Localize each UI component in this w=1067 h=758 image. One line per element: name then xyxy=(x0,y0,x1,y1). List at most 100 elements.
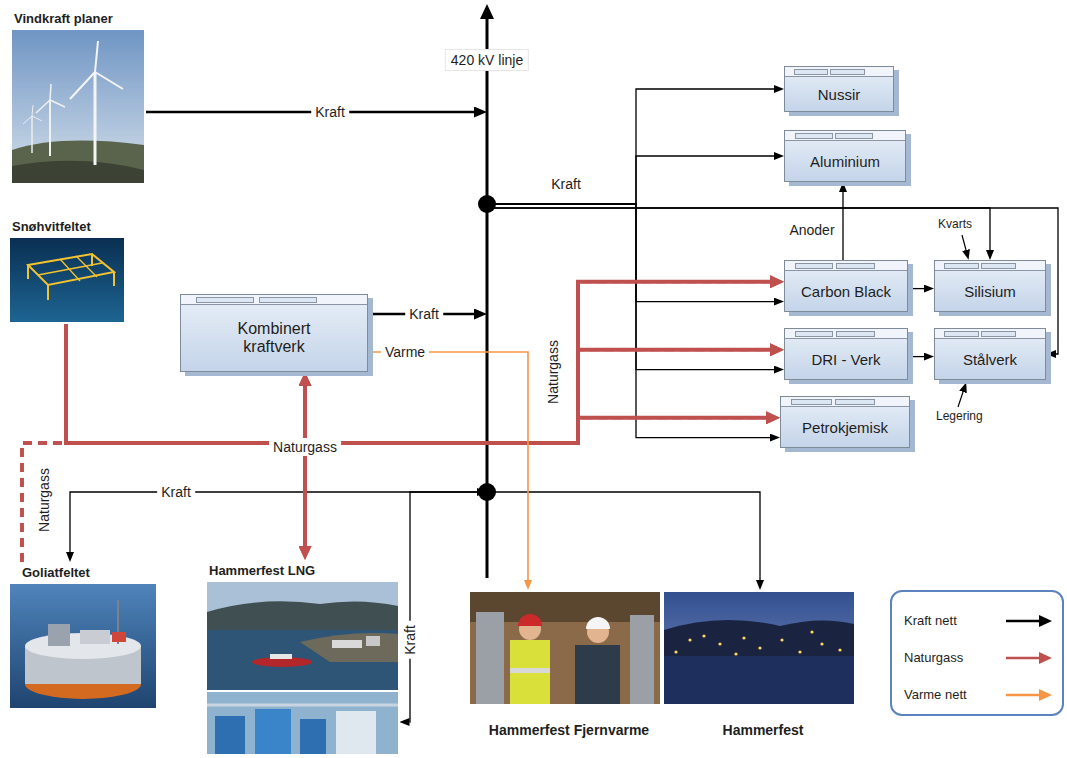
connector xyxy=(410,492,478,722)
wind-photo xyxy=(12,30,144,183)
subsea-photo-part xyxy=(10,238,124,322)
wind-photo-part xyxy=(94,72,97,165)
legend-sample xyxy=(1006,615,1052,627)
lid-panel xyxy=(795,331,834,337)
lng-photo-part xyxy=(207,630,398,690)
lid-panel xyxy=(795,263,834,269)
photo-caption: Vindkraft planer xyxy=(14,11,113,26)
photo-node: Vindkraft planer xyxy=(10,8,146,185)
connector xyxy=(22,350,770,562)
lid-panel xyxy=(830,69,864,75)
legend-sample xyxy=(1006,689,1052,701)
legend-sample-line xyxy=(1006,620,1040,623)
plant-box: DRI - Verk xyxy=(784,328,908,380)
connector xyxy=(908,288,924,289)
legend-sample-line xyxy=(1006,657,1040,660)
box-label: Aluminium xyxy=(810,153,880,170)
box-label: Stålverk xyxy=(963,351,1017,368)
connector xyxy=(487,204,770,438)
box-label: DRI - Verk xyxy=(811,351,880,368)
input-label: Kvarts xyxy=(938,217,972,231)
box-lid xyxy=(785,329,907,339)
lid-panel xyxy=(944,331,979,337)
leader-arrow-part xyxy=(958,392,963,407)
lng-photo-part xyxy=(207,601,398,632)
legend-box: Kraft nettNaturgassVarme nett xyxy=(890,590,1064,716)
district-heating-photo-part xyxy=(476,612,504,704)
wind-photo-part xyxy=(12,161,144,183)
town-photo xyxy=(664,592,854,704)
connector xyxy=(908,356,924,357)
connector-label: Kraft xyxy=(405,305,443,323)
connector xyxy=(487,204,774,370)
lng-photo-part xyxy=(332,640,362,648)
wind-photo-part xyxy=(32,116,42,121)
lid-panel xyxy=(196,297,254,303)
legend-row: Varme nett xyxy=(904,684,1052,706)
connector xyxy=(487,208,1058,354)
district-heating-photo-part xyxy=(510,668,550,673)
lid-panel xyxy=(259,297,317,303)
connector xyxy=(22,418,766,562)
subsea-photo-part xyxy=(27,265,29,279)
photo-caption: Hammerfest Fjernvarme xyxy=(468,722,670,738)
photo-caption: Hammerfest LNG xyxy=(209,563,315,578)
town-photo-part xyxy=(664,656,854,704)
wind-photo-part xyxy=(70,72,95,99)
photo-node: Goliatfeltet xyxy=(8,562,158,710)
town-photo-part-part xyxy=(674,650,677,653)
lng-photo-part xyxy=(207,582,398,690)
wind-photo-part xyxy=(12,30,144,183)
photo-node: Hammerfest Fjernvarme xyxy=(468,590,670,742)
connector xyxy=(66,324,766,443)
connector xyxy=(368,352,528,580)
connector-label: Kraft xyxy=(311,103,349,121)
box-label: Silisium xyxy=(964,283,1016,300)
town-photo-part-part xyxy=(820,642,823,645)
connector xyxy=(22,443,305,562)
photo-node: Hammerfest LNG xyxy=(205,560,400,756)
connector xyxy=(487,89,774,204)
lng-photo-part xyxy=(300,719,326,754)
legend-sample xyxy=(1006,652,1052,664)
box-label: Petrokjemisk xyxy=(802,419,888,436)
lng-photo xyxy=(207,582,398,754)
connector xyxy=(842,192,843,260)
subsea-photo-part xyxy=(91,254,93,266)
lng-photo-part xyxy=(207,692,398,754)
busbar-part xyxy=(480,4,494,19)
town-photo-part-part xyxy=(758,646,761,649)
photo-caption: Goliatfeltet xyxy=(22,565,90,580)
connector xyxy=(487,156,774,204)
lng-photo-part xyxy=(255,709,291,754)
town-photo-part-part xyxy=(810,630,813,633)
fpso-photo-part xyxy=(80,630,110,644)
lid-panel xyxy=(944,263,979,269)
lid-panel xyxy=(835,399,875,405)
subsea-photo xyxy=(10,238,124,322)
lid-panel xyxy=(981,331,1016,337)
lid-panel xyxy=(791,399,831,405)
plant-box: Aluminium xyxy=(784,130,906,182)
district-heating-photo-part xyxy=(518,614,542,626)
fpso-photo xyxy=(10,584,156,708)
town-photo-part xyxy=(664,592,854,704)
connector xyxy=(487,204,774,302)
town-photo-part-part xyxy=(718,642,721,645)
town-photo-part-part xyxy=(702,634,705,637)
legend-row: Kraft nett xyxy=(904,610,1052,632)
busbar-node: 420 kV linje xyxy=(432,14,542,578)
town-photo-part-part xyxy=(734,652,737,655)
box-lid xyxy=(785,261,907,271)
box-label: Carbon Black xyxy=(801,283,891,300)
plant-box: Carbon Black xyxy=(784,260,908,312)
lid-panel xyxy=(981,263,1016,269)
lid-panel xyxy=(835,133,873,139)
fpso-photo-part xyxy=(112,632,126,642)
legend-sample-head xyxy=(1039,652,1052,664)
legend-text: Naturgass xyxy=(904,650,963,665)
connector-label: Kraft xyxy=(157,483,195,501)
subsea-photo-part xyxy=(113,272,115,286)
lng-photo-part xyxy=(336,711,376,754)
